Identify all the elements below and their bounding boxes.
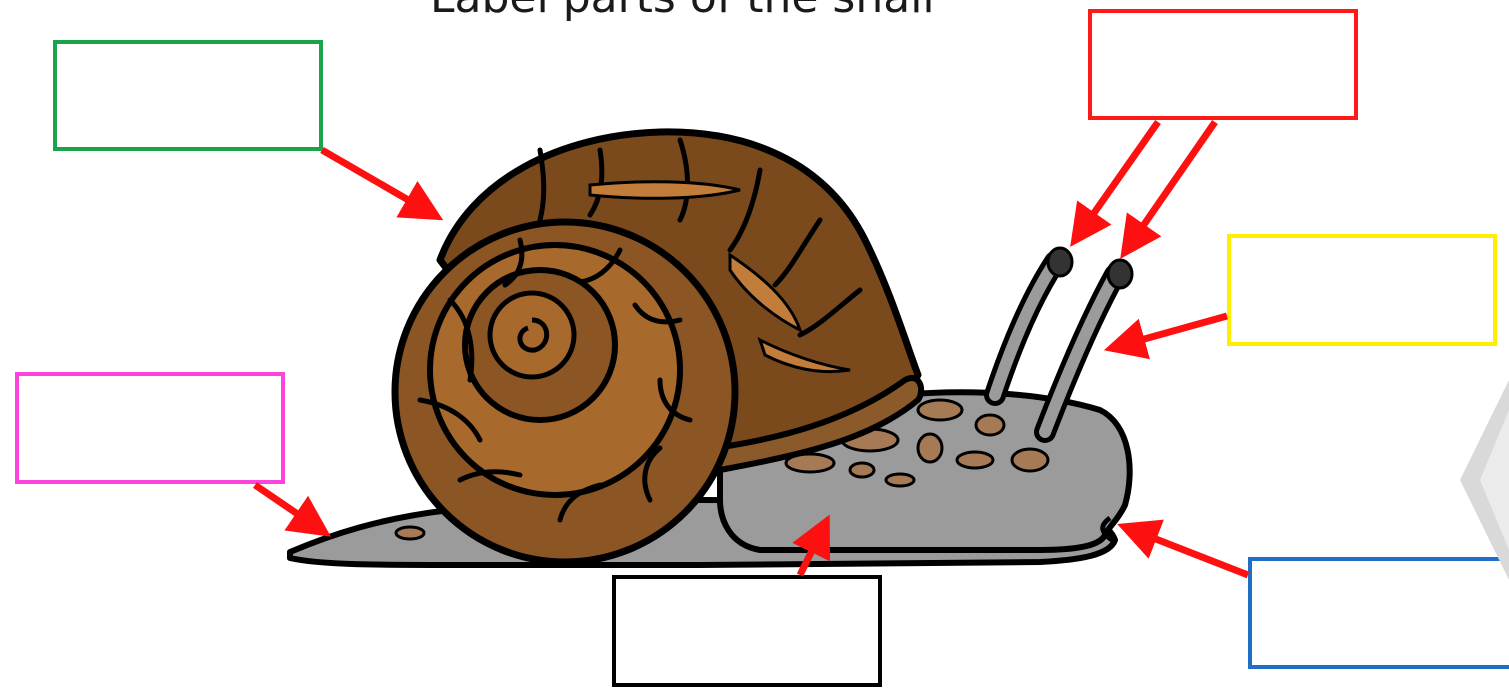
eye-left: [1048, 248, 1072, 276]
eye-right: [1108, 260, 1132, 288]
arrow-to-tentacle: [1112, 316, 1227, 348]
arrow-to-tail: [255, 485, 324, 532]
tentacle-left-fill: [995, 262, 1055, 395]
next-page-chevron-icon[interactable]: [1460, 380, 1509, 580]
arrow-to-shell: [322, 150, 436, 216]
arrow-to-mouth: [1125, 527, 1248, 575]
arrow-to-eye-right: [1125, 122, 1215, 252]
